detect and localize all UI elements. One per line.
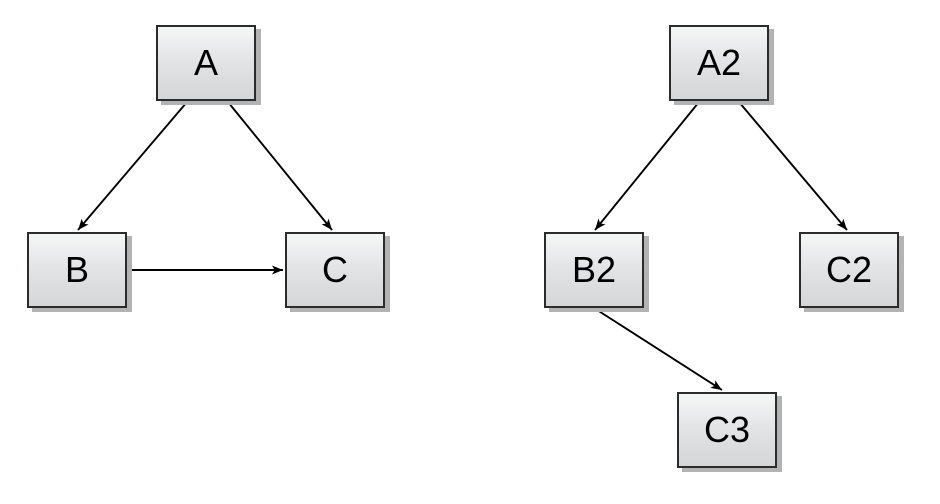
node-label: A2 (696, 42, 742, 83)
node-label: A (193, 42, 218, 83)
edge-B2-C3 (593, 307, 723, 391)
node-label: B (64, 249, 89, 290)
edge-A-C (227, 101, 333, 231)
node-label: C (322, 249, 348, 290)
node-C[interactable]: C (285, 232, 385, 308)
node-label: C3 (703, 409, 751, 450)
edge-A2-B2 (594, 101, 700, 231)
node-A[interactable]: A (156, 25, 256, 101)
node-label: C2 (825, 249, 873, 290)
node-C3[interactable]: C3 (677, 392, 777, 468)
node-B2[interactable]: B2 (544, 232, 644, 308)
node-C2[interactable]: C2 (799, 232, 899, 308)
node-label: B2 (571, 249, 617, 290)
node-B[interactable]: B (27, 232, 127, 308)
node-A2[interactable]: A2 (669, 25, 769, 101)
edge-A-B (77, 101, 188, 231)
edge-A2-C2 (738, 101, 848, 231)
